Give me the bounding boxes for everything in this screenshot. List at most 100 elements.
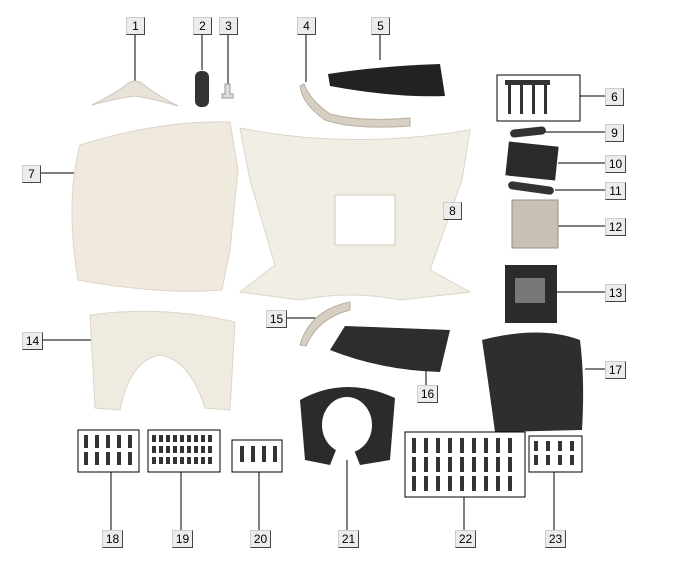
screw [448,457,452,472]
screw [436,457,440,472]
clip [187,435,191,442]
screw [484,438,488,453]
part-16 [330,326,450,372]
screw [84,452,88,465]
screw [460,457,464,472]
part-2 [195,71,209,107]
screw [436,438,440,453]
screw [424,476,428,491]
screw [460,476,464,491]
callout-10: 10 [605,155,626,173]
screw [412,457,416,472]
part-4 [299,83,411,128]
screw [460,438,464,453]
clip [194,435,198,442]
clip [152,435,156,442]
clip [166,457,170,464]
callout-4: 4 [297,17,316,35]
callout-15: 15 [266,310,287,328]
screw [240,446,244,462]
clip [152,457,156,464]
part-10 [505,141,559,181]
screw [95,435,99,448]
clip [208,457,212,464]
clip [159,435,163,442]
part-1 [91,80,179,107]
screw [251,446,255,462]
clip [194,457,198,464]
leader-lines [41,33,605,530]
clip [187,446,191,453]
screw [106,435,110,448]
clip [201,446,205,453]
clip [187,457,191,464]
screw [412,438,416,453]
screw [84,435,88,448]
screw [424,457,428,472]
clip [201,435,205,442]
screw [558,441,562,451]
clip [166,446,170,453]
screw [95,452,99,465]
screw [496,457,500,472]
callout-12: 12 [605,218,626,236]
part-14 [89,310,236,411]
screw [496,476,500,491]
callout-9: 9 [605,124,624,142]
clip [194,446,198,453]
part-9 [510,126,546,138]
clip [173,457,177,464]
screw [117,452,121,465]
screw [117,435,121,448]
screw [534,441,538,451]
part-12 [511,199,559,249]
screw [273,446,277,462]
callout-18: 18 [102,530,123,548]
clip [166,435,170,442]
screw [558,455,562,465]
screw [424,438,428,453]
screw [128,435,132,448]
clip [173,435,177,442]
clip [159,446,163,453]
screw [570,455,574,465]
screw [546,455,550,465]
screw [472,476,476,491]
part-5 [328,64,445,97]
callout-21: 21 [338,530,359,548]
screw [496,438,500,453]
part-22-box [404,431,526,498]
part-15 [299,301,351,347]
callout-17: 17 [605,361,626,379]
callout-8: 8 [443,202,462,220]
callout-11: 11 [605,182,626,200]
screw [472,438,476,453]
clip [208,435,212,442]
screw [484,457,488,472]
callout-23: 23 [545,530,566,548]
screw [508,438,512,453]
screw [128,452,132,465]
screw [448,438,452,453]
clip [201,457,205,464]
callout-22: 22 [455,530,476,548]
part-6-bolts [505,80,550,114]
callout-5: 5 [371,17,390,35]
clip [208,446,212,453]
screw [508,476,512,491]
screw [106,452,110,465]
screw [546,441,550,451]
callout-1: 1 [126,17,145,35]
callout-6: 6 [605,88,624,106]
clip [152,446,156,453]
clip [180,446,184,453]
screw [570,441,574,451]
clip [180,435,184,442]
screw [508,457,512,472]
callout-2: 2 [193,17,212,35]
screw [472,457,476,472]
screw [262,446,266,462]
screw [436,476,440,491]
clip [173,446,177,453]
